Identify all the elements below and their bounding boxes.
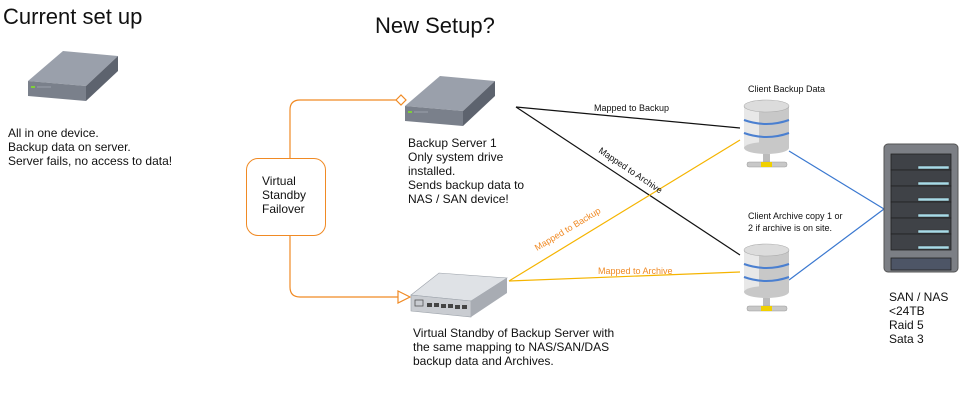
bs-to-archive-line xyxy=(515,106,741,256)
new-setup-title: New Setup? xyxy=(375,13,495,38)
backup-server-icon xyxy=(405,76,495,126)
san-nas-label: SAN / NAS <24TB Raid 5 Sata 3 xyxy=(889,290,949,346)
backup-to-san-line xyxy=(788,150,885,210)
san-nas-rack-icon xyxy=(883,143,959,273)
client-backup-label: Client Backup Data xyxy=(748,84,826,94)
virtual-standby-arrowhead xyxy=(397,290,412,304)
client-archive-database-icon xyxy=(743,243,790,312)
backup-server-connector-diamond xyxy=(395,94,407,106)
current-setup-description: All in one device. Backup data on server… xyxy=(8,126,173,168)
current-server-icon xyxy=(28,51,118,101)
backup-server-description: Backup Server 1 Only system drive instal… xyxy=(408,136,525,206)
current-setup-title: Current set up xyxy=(3,4,143,29)
bs-to-archive-label: Mapped to Archive xyxy=(597,145,664,195)
virtual-standby-switch-icon xyxy=(410,272,508,318)
vs-to-archive-label: Mapped to Archive xyxy=(598,266,673,276)
client-backup-database-icon xyxy=(743,99,790,168)
failover-box-label: Virtual Standby Failover xyxy=(262,174,307,216)
virtual-standby-description: Virtual Standby of Backup Server with th… xyxy=(413,326,615,368)
virtual-standby-failover-box xyxy=(246,158,326,236)
vs-to-backup-line xyxy=(508,139,741,282)
archive-to-san-line xyxy=(788,208,885,281)
bs-to-backup-line xyxy=(515,106,741,129)
failover-to-backup-server-line xyxy=(289,99,396,158)
bs-to-backup-label: Mapped to Backup xyxy=(594,103,669,113)
client-archive-label: Client Archive copy 1 or 2 if archive is… xyxy=(748,211,843,233)
vs-to-archive-line xyxy=(508,271,741,282)
failover-to-virtual-standby-line xyxy=(289,236,398,298)
